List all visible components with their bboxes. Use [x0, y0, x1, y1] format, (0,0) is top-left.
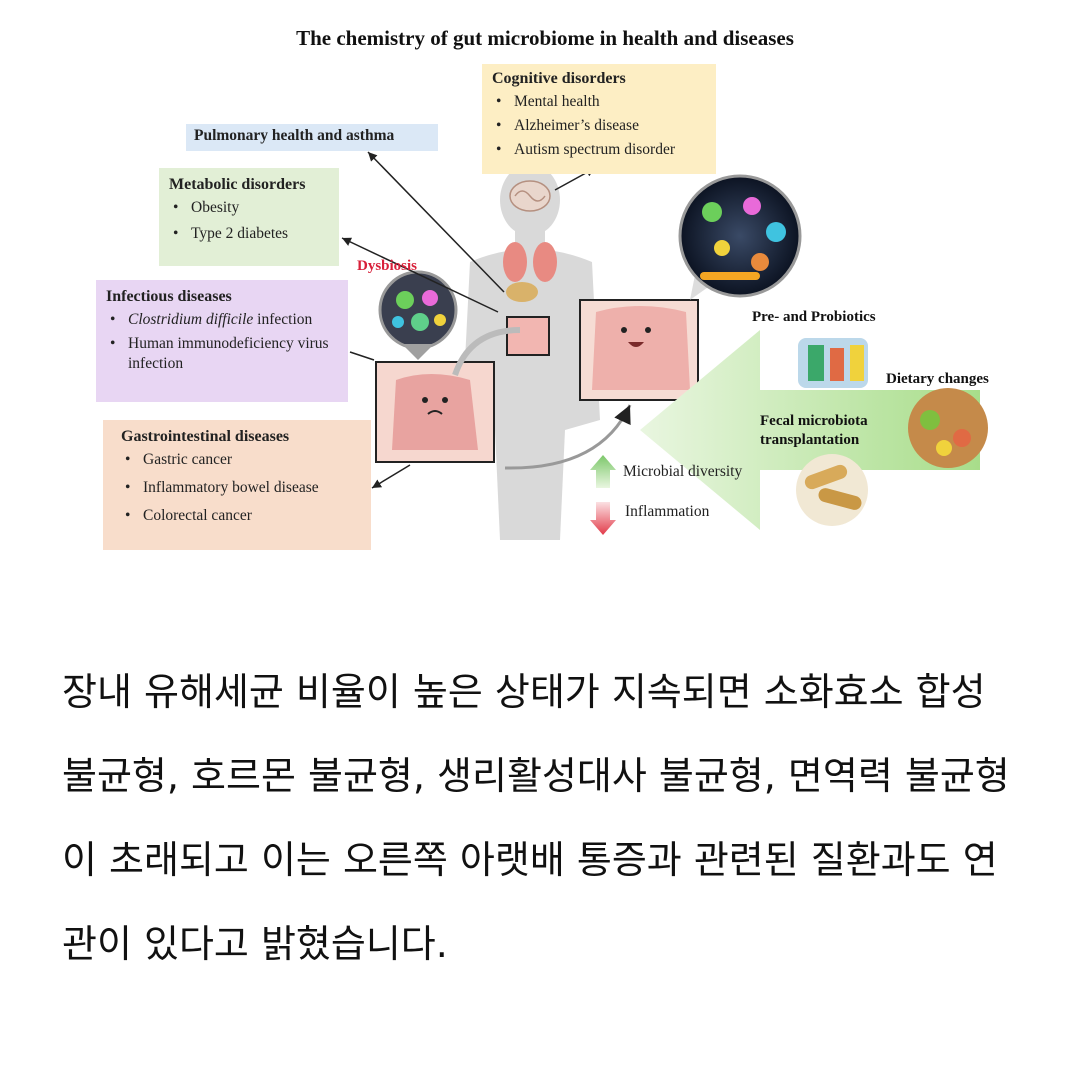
- lungs-icon: [503, 242, 557, 282]
- intervention-arrow: [640, 330, 980, 530]
- fecal-line-1: Fecal microbiota: [760, 413, 868, 429]
- prebiotics-label: Pre- and Probiotics: [752, 309, 876, 325]
- cognitive-item: Alzheimer’s disease: [492, 116, 706, 136]
- stomach-icon: [506, 282, 538, 302]
- cognitive-disorders-box: Cognitive disorders Mental health Alzhei…: [482, 64, 716, 174]
- gastro-item: Inflammatory bowel disease: [121, 478, 353, 498]
- recovery-arrow: [504, 404, 632, 470]
- fecal-line-2: transplantation: [760, 431, 860, 448]
- metabolic-item: Type 2 diabetes: [169, 224, 329, 244]
- figure-title: The chemistry of gut microbiome in healt…: [296, 26, 794, 50]
- cognitive-item: Mental health: [492, 92, 706, 112]
- inflammation-label: Inflammation: [625, 503, 710, 520]
- pathogen-name: Clostridium difficile: [128, 311, 254, 328]
- gastrointestinal-box: Gastrointestinal diseases Gastric cancer…: [103, 420, 371, 550]
- inflammation-down-arrow: [590, 502, 616, 535]
- brain-icon: [509, 180, 551, 212]
- korean-caption: 장내 유해세균 비율이 높은 상태가 지속되면 소화효소 합성 불균형, 호르몬…: [62, 670, 1010, 966]
- probiotics-icon: [798, 338, 868, 388]
- cognitive-heading: Cognitive disorders: [492, 70, 626, 87]
- diagram-figure: The chemistry of gut microbiome in healt…: [0, 0, 1080, 580]
- dietary-food-icon: [908, 388, 988, 468]
- pulmonary-heading: Pulmonary health and asthma: [194, 127, 395, 144]
- happy-intestine-icon: [579, 299, 699, 401]
- diagram-graphics: [341, 151, 988, 540]
- microbial-diversity-label: Microbial diversity: [623, 463, 743, 480]
- gastro-heading: Gastrointestinal diseases: [121, 428, 290, 445]
- dysbiosis-arrow: [452, 327, 521, 377]
- healthy-microbes-icon: [678, 174, 802, 300]
- metabolic-item: Obesity: [169, 198, 329, 218]
- intestine-inset-small: [506, 316, 550, 356]
- infectious-heading: Infectious diseases: [106, 288, 232, 305]
- dietary-changes-label: Dietary changes: [886, 371, 989, 387]
- gastro-item: Colorectal cancer: [121, 506, 353, 526]
- fecal-transplant-label: Fecal microbiota transplantation: [760, 412, 868, 450]
- infectious-diseases-box: Infectious diseases Clostridium difficil…: [96, 280, 348, 402]
- infectious-item: Clostridium difficile infection: [106, 310, 338, 330]
- gastro-item: Gastric cancer: [121, 450, 353, 470]
- metabolic-heading: Metabolic disorders: [169, 176, 306, 193]
- capsules-icon: [796, 454, 868, 526]
- sad-intestine-icon: [375, 361, 495, 463]
- cognitive-item: Autism spectrum disorder: [492, 140, 706, 160]
- diversity-up-arrow: [590, 455, 616, 488]
- metabolic-disorders-box: Metabolic disorders Obesity Type 2 diabe…: [159, 168, 339, 266]
- infectious-item: Human immunodeficiency virus infection: [106, 334, 338, 374]
- infection-suffix: infection: [253, 311, 313, 328]
- dysbiosis-label: Dysbiosis: [357, 258, 418, 274]
- pulmonary-box: Pulmonary health and asthma: [186, 124, 438, 151]
- dysbiosis-microbes-icon: [378, 270, 458, 350]
